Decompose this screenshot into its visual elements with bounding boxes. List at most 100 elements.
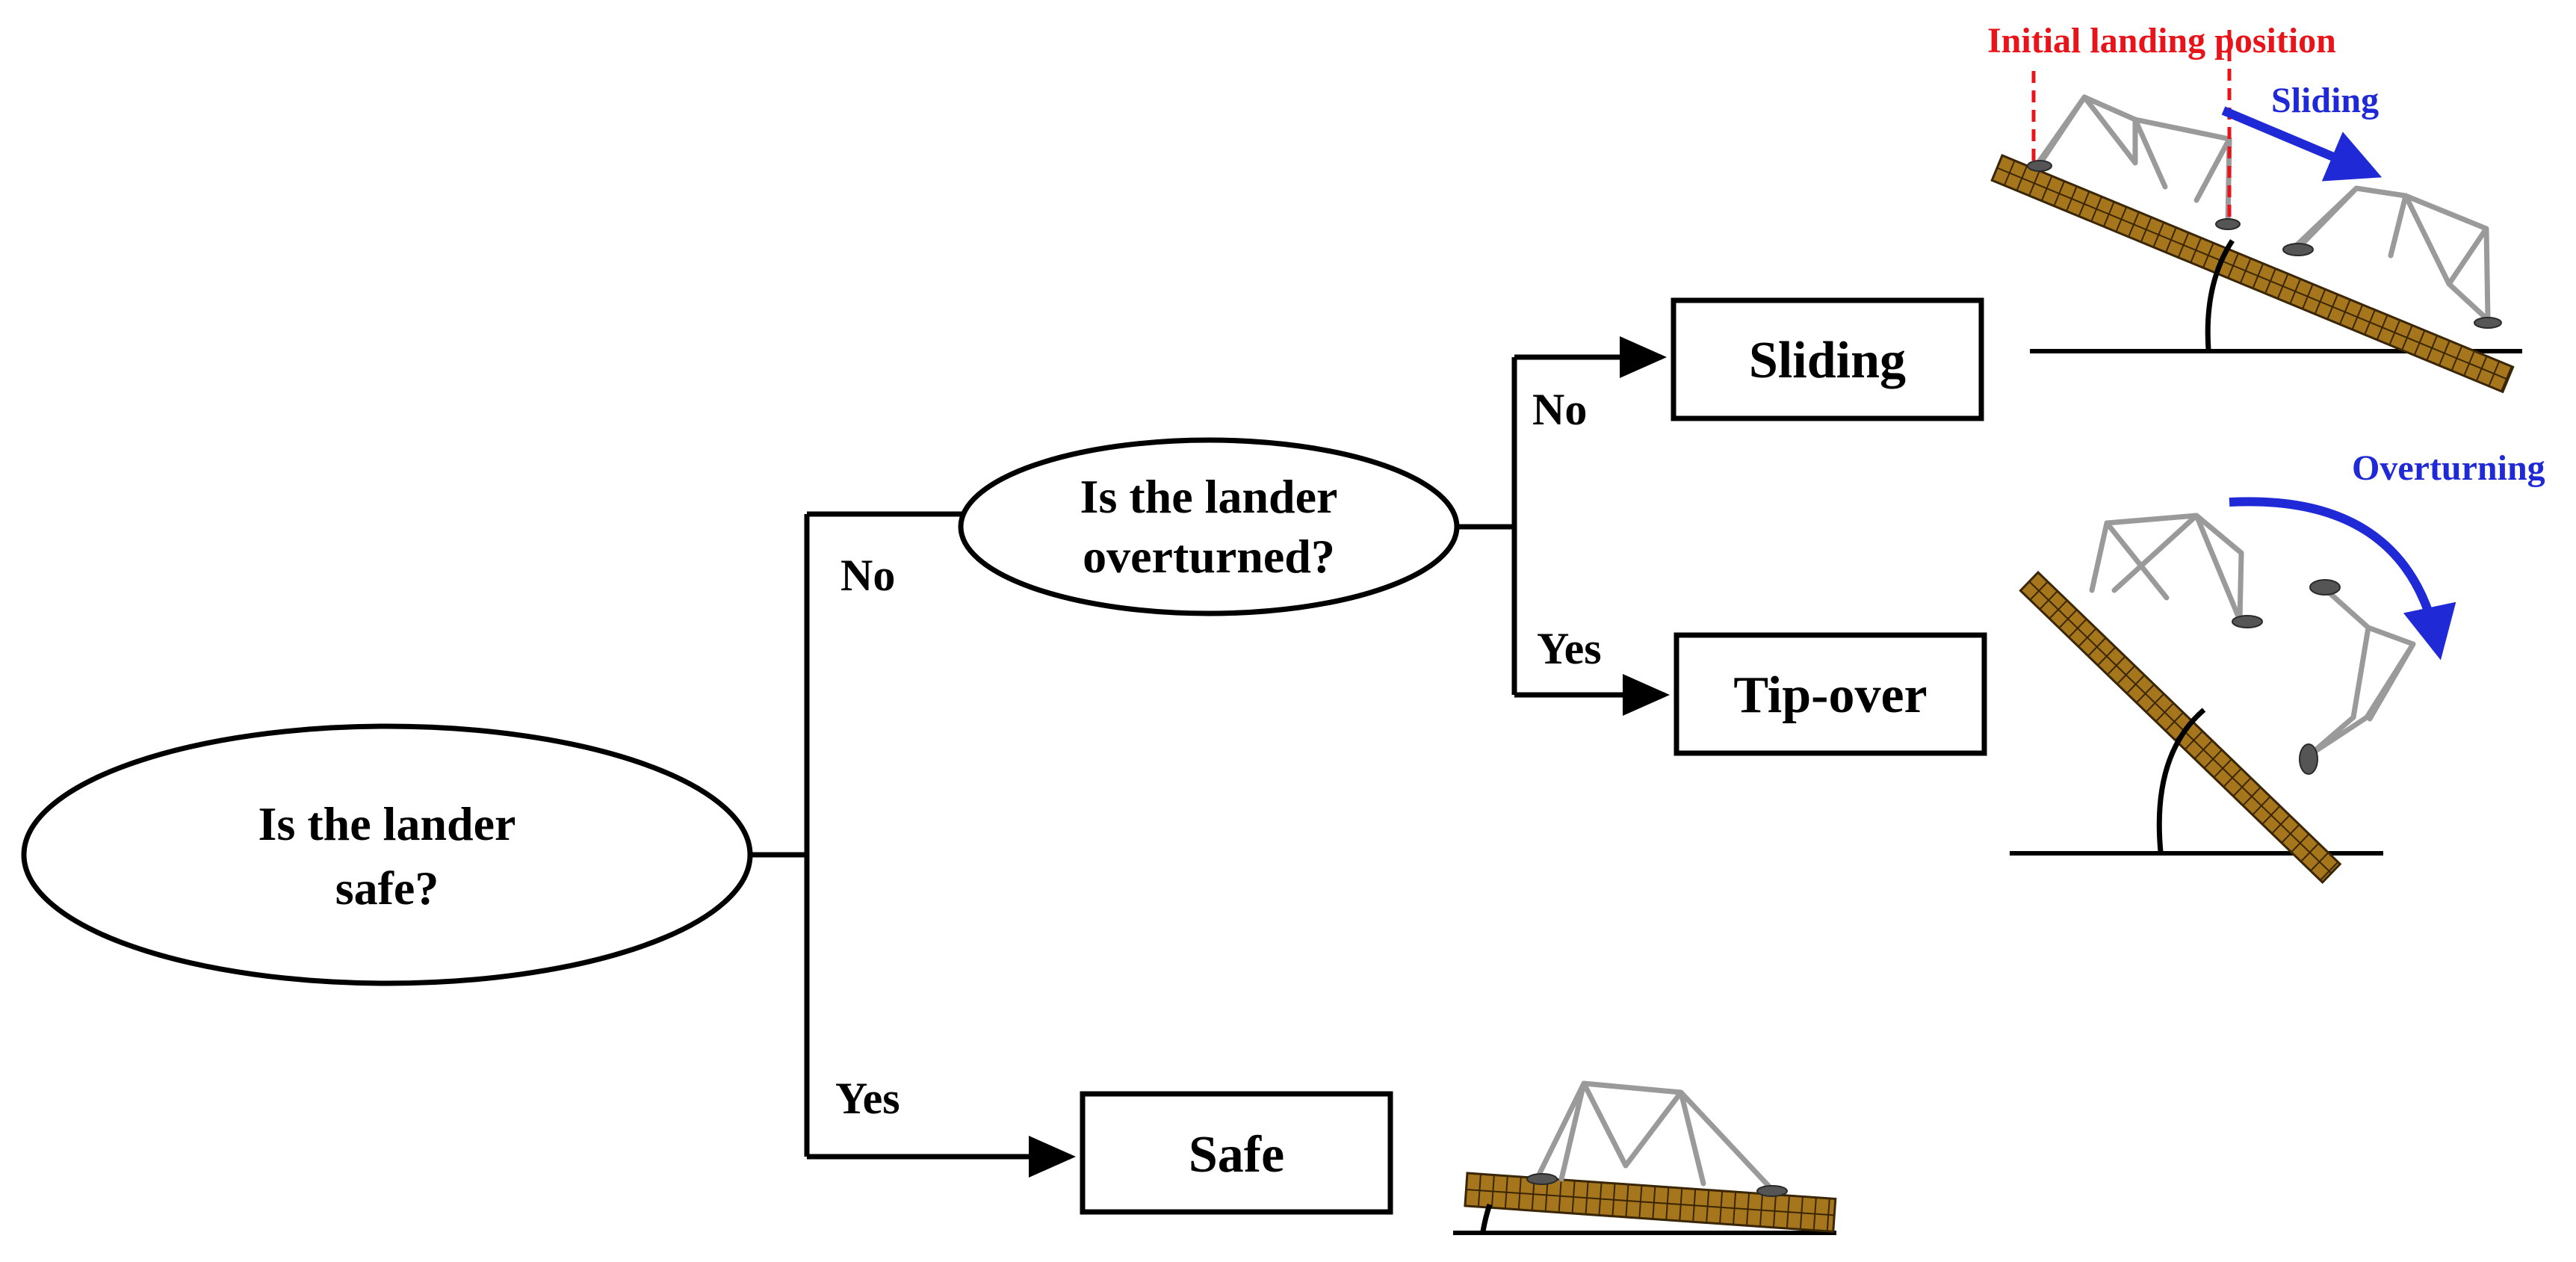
board-grid-line (2193, 740, 2213, 760)
tip-over-outcome: Tip-over (1674, 632, 1987, 756)
overturning-arrow (2229, 497, 2456, 661)
slope-angle-arc (1480, 1203, 1493, 1232)
board-grid-line (2413, 330, 2426, 356)
sliding-arrow-label: Sliding (2271, 81, 2379, 120)
board-grid-line (1772, 1194, 1777, 1228)
board-grid-line (2039, 590, 2058, 610)
board-grid-line (1638, 1185, 1643, 1219)
board-grid-line (2252, 263, 2264, 289)
board-grid-line (1490, 1175, 1495, 1208)
board-grid-line (2501, 366, 2512, 392)
board-grid-line (1585, 1181, 1589, 1215)
sliding-illustration: Initial landing position Sliding (1987, 21, 2522, 394)
board-grid-line (2271, 814, 2291, 835)
second-no-label: No (1532, 385, 1587, 434)
board-grid-line (1826, 1198, 1830, 1231)
board-grid-line (2300, 842, 2320, 862)
board-grid-line (2314, 288, 2326, 315)
board-grid-line (2145, 693, 2165, 713)
safe-outcome: Safe (1080, 1091, 1393, 1215)
board-grid-line (1692, 1189, 1697, 1222)
board-grid-line (2078, 191, 2090, 217)
second-yes-label: Yes (1537, 624, 1602, 673)
board-grid-line (1611, 1183, 1616, 1216)
board-grid-line (2227, 253, 2239, 279)
safe-box (1080, 1091, 1393, 1215)
safe-illustration (1453, 1080, 1837, 1235)
board-grid-line (1799, 1196, 1803, 1230)
gentle-board (1464, 1172, 1837, 1233)
root-question-line-1: Is the lander (258, 797, 516, 850)
board-grid-line (1571, 1180, 1576, 1214)
board-grid-line (2232, 777, 2252, 797)
board-grid-line (2049, 599, 2068, 619)
connectors (751, 336, 1670, 1178)
lander-upright (1526, 1080, 1788, 1197)
root-question-node: Is the lander safe? (21, 723, 753, 986)
board-grid-line (1665, 1187, 1670, 1220)
board-grid-line (2016, 165, 2028, 191)
board-grid-line (2261, 805, 2281, 825)
board-grid-line (1719, 1190, 1724, 1224)
board-grid-line (2438, 340, 2450, 366)
second-ellipse (958, 437, 1460, 616)
board-grid-line (2126, 674, 2146, 694)
inclined-board (1990, 154, 2515, 394)
board-grid-line (1759, 1193, 1764, 1227)
board-grid-line (2177, 232, 2190, 258)
board-grid-line (1706, 1190, 1710, 1223)
board-grid-line (2463, 350, 2475, 377)
board-grid-line (1477, 1174, 1481, 1207)
board-grid-line (2029, 581, 2049, 601)
board-grid-line (2117, 665, 2136, 685)
board-grid-line (1504, 1175, 1508, 1209)
sliding-label: Sliding (1749, 332, 1906, 389)
steep-board (2019, 570, 2342, 884)
tip-over-label: Tip-over (1733, 666, 1927, 724)
board-grid-line (2068, 618, 2087, 638)
overturning-arrow-label: Overturning (2352, 448, 2545, 488)
board-grid-line (2281, 823, 2300, 844)
board-grid-line (2242, 786, 2261, 806)
board-grid-line (2140, 217, 2152, 243)
lander-final (2282, 185, 2502, 329)
board-grid-line (2488, 361, 2501, 387)
board-grid-line (1679, 1188, 1683, 1222)
board-grid-line (1598, 1182, 1603, 1216)
second-question-line-2: overturned? (1083, 530, 1335, 583)
board-grid-line (2136, 684, 2155, 704)
board-grid-line (2351, 304, 2364, 330)
board-grid-line (2058, 609, 2078, 629)
slope-angle-arc (2156, 708, 2206, 853)
board-grid-line (2223, 767, 2242, 788)
board-grid-line (2078, 628, 2097, 648)
root-yes-label: Yes (835, 1074, 900, 1123)
board-grid-line (2202, 242, 2214, 268)
board-grid-line (2040, 176, 2053, 202)
board-grid-line (2107, 655, 2126, 675)
board-grid-line (2066, 185, 2078, 211)
second-question-node: Is the lander overturned? (958, 437, 1460, 616)
board-grid-line (2364, 309, 2376, 335)
safe-label: Safe (1189, 1126, 1284, 1184)
sliding-outcome: Sliding (1671, 297, 1984, 421)
board-grid-line (1786, 1196, 1790, 1229)
slope-angle-arc (2205, 239, 2235, 350)
board-grid-line (2338, 299, 2351, 325)
board-grid-line (2165, 227, 2177, 253)
board-grid-line (2388, 320, 2401, 346)
board-grid-line (1733, 1192, 1737, 1225)
board-grid-line (2264, 268, 2276, 294)
sliding-box (1671, 297, 1984, 421)
board-grid-line (2310, 852, 2329, 872)
lander-tipped (2299, 579, 2416, 775)
board-grid-line (2320, 861, 2339, 881)
tip-over-box (1674, 632, 1987, 756)
board-grid-line (2053, 181, 2066, 207)
board-grid-line (2475, 356, 2488, 382)
board-grid-line (2152, 222, 2165, 248)
board-grid-line (2426, 335, 2438, 361)
board-grid-line (2003, 160, 2016, 186)
tip-over-illustration: Overturning (2010, 448, 2545, 884)
